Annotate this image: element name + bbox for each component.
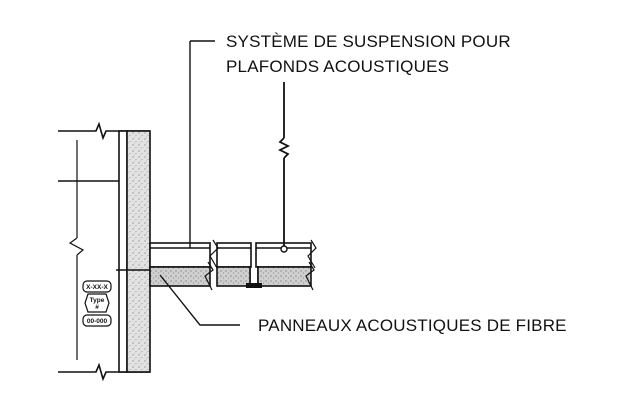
wall-section xyxy=(118,130,151,373)
suspension-label-line2: PLAFONDS ACOUSTIQUES xyxy=(226,57,449,76)
suspension-label-line1: SYSTÈME DE SUSPENSION POUR xyxy=(226,32,511,51)
wall-tag-type: Type xyxy=(90,297,105,304)
panel-edge-clip xyxy=(246,283,262,288)
wall-tag-number: # xyxy=(95,304,99,311)
hanger-wire xyxy=(277,82,291,253)
suspension-leader xyxy=(189,40,215,248)
wall-type-tag xyxy=(82,280,112,327)
wall-angle-molding xyxy=(116,242,211,271)
wall-dimension-line xyxy=(68,140,85,360)
wall-tag-top: X-XX-X xyxy=(86,284,108,291)
panels-leader xyxy=(159,274,240,326)
wall-tag-bottom: 00-000 xyxy=(87,318,108,325)
panels-label: PANNEAUX ACOUSTIQUES DE FIBRE xyxy=(258,316,567,335)
acoustic-panels xyxy=(149,239,317,291)
